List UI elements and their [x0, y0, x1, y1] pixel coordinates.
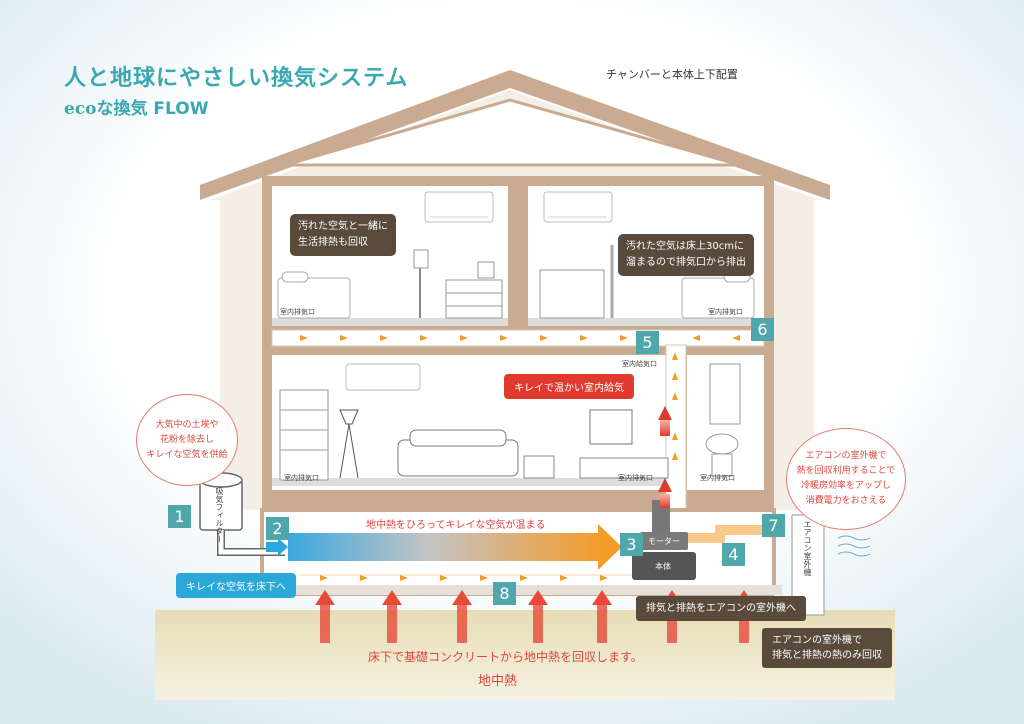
ground-message: 床下で基礎コンクリートから地中熱を回収します。: [368, 650, 643, 664]
duct-arrows: [300, 335, 740, 581]
outdoor-note: エアコンの室外機で 熱を回収利用することで 冷暖房効率をアップし 消費電力をおさ…: [786, 428, 906, 530]
ac-recovery-line2: 排気と排熱の熱のみ回収: [772, 650, 882, 661]
main-unit: [632, 552, 696, 580]
exhaust-upper-left: 室内排気口: [280, 308, 315, 316]
filter-note: 大気中の土埃や 花粉を除去し キレイな空気を供給: [136, 394, 238, 486]
exhaust-living-right: 室内排気口: [618, 474, 653, 482]
step-8: 8: [493, 582, 516, 605]
outdoor-note-line3: 冷暖房効率をアップし: [800, 481, 891, 491]
filter-note-line3: キレイな空気を供給: [146, 449, 228, 460]
step-3: 3: [620, 533, 643, 556]
outdoor-note-line4: 消費電力をおさえる: [805, 496, 887, 506]
supply-vent: 室内給気口: [622, 360, 657, 368]
motor-label: モーター: [648, 537, 680, 546]
exhaust-bath: 室内排気口: [700, 474, 735, 482]
bubble-right-line2: 溜まるので排気口から排出: [626, 257, 746, 268]
bubble-left-line2: 生活排熱も回収: [298, 237, 368, 248]
exhaust-to-ac-label: 排気と排熱をエアコンの室外機へ: [636, 596, 806, 621]
bubble-left-line1: 汚れた空気と一緒に: [298, 221, 388, 232]
bubble-right: 汚れた空気は床上30cmに 溜まるので排気口から排出: [618, 234, 754, 276]
clean-air-label: キレイな空気を床下へ: [176, 573, 296, 598]
motor-unit: [640, 532, 688, 550]
page-subtitle: ecoな換気 FLOW: [64, 94, 208, 119]
underfloor-airflow: [288, 533, 600, 561]
outdoor-note-line1: エアコンの室外機で: [805, 451, 887, 461]
ac-recovery-line1: エアコンの室外機で: [772, 635, 862, 646]
step-2: 2: [266, 517, 289, 540]
exhaust-living-left: 室内排気口: [284, 474, 319, 482]
step-1: 1: [168, 505, 191, 528]
ac-recovery-label: エアコンの室外機で 排気と排熱の熱のみ回収: [762, 628, 892, 668]
filter-label: 吸気フィルター: [215, 487, 224, 543]
underfloor-message: 地中熱をひろってキレイな空気が温まる: [366, 520, 546, 531]
subtitle-rest: な換気 FLOW: [96, 99, 209, 119]
step-5: 5: [636, 331, 659, 354]
warm-supply-label: キレイで温かい室内給気: [504, 374, 634, 399]
configuration-label: チャンバーと本体上下配置: [606, 68, 738, 81]
outdoor-note-line2: 熱を回収利用することで: [796, 466, 896, 476]
bubble-right-line1: 汚れた空気は床上30cmに: [626, 241, 744, 252]
step-6: 6: [751, 318, 774, 341]
exhaust-upper-right: 室内排気口: [708, 308, 743, 316]
outdoor-unit-label: エアコン室外機: [803, 520, 812, 576]
subtitle-eco: eco: [64, 99, 97, 119]
filter-note-line1: 大気中の土埃や: [155, 419, 219, 430]
unit-label: 本体: [655, 562, 671, 571]
page-title: 人と地球にやさしい換気システム: [64, 66, 409, 91]
step-4: 4: [722, 543, 745, 566]
filter-note-line2: 花粉を除去し: [159, 434, 214, 445]
bubble-left: 汚れた空気と一緒に 生活排熱も回収: [290, 214, 396, 256]
ground-heat-label: 地中熱: [478, 674, 518, 689]
step-7: 7: [762, 514, 785, 537]
